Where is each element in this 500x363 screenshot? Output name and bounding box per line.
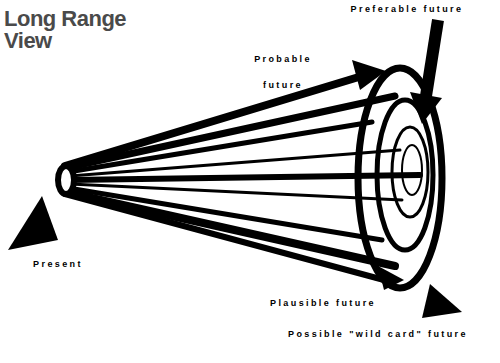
present-label: Present — [18, 258, 98, 270]
future-label: Probable future — [246, 46, 320, 98]
future-label: Plausible future — [248, 297, 398, 309]
diagram-title: Long Range View — [4, 8, 134, 52]
future-label: Preferable future — [317, 3, 497, 15]
future-label: Possible "wild card" future — [283, 323, 473, 345]
